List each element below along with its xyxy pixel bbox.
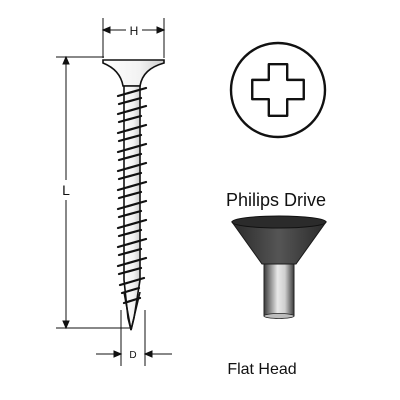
drive-label: Philips Drive: [226, 190, 326, 210]
screw-shank: [123, 85, 141, 331]
head-shank: [263, 259, 295, 317]
diameter-dimension: [96, 310, 172, 366]
phillips-cross-recess-icon: [229, 41, 327, 139]
length-dimension: [56, 55, 130, 330]
flat-countersunk-head-icon: [231, 215, 327, 319]
length-label: L: [62, 182, 70, 198]
screw-tip: [123, 291, 141, 331]
wood-screw-icon: [102, 59, 165, 331]
diameter-label: D: [129, 350, 136, 361]
screw-threads: [116, 86, 148, 305]
head-width-label: H: [130, 24, 139, 38]
head-label: Flat Head: [227, 361, 296, 378]
screw-head: [102, 59, 165, 87]
head-width-dimension: [101, 18, 166, 58]
